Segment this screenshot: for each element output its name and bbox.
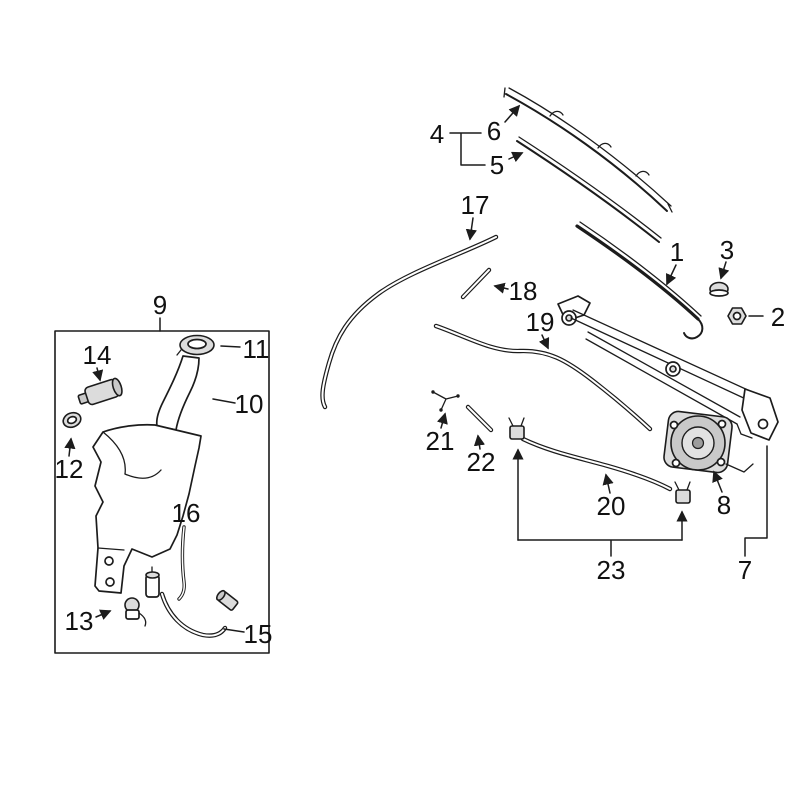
leader-20: [602, 473, 614, 494]
filler-neck: [155, 355, 200, 431]
hose-19: [433, 323, 653, 432]
callout-12: 12: [55, 454, 84, 484]
callout-leaders: [64, 104, 768, 633]
reservoir-fitting: [215, 589, 239, 611]
leader-14: [92, 367, 104, 382]
hose-segment-18: [460, 267, 492, 300]
callout-8: 8: [717, 490, 731, 520]
reservoir-cap: [176, 334, 215, 356]
callout-7: 7: [738, 555, 752, 585]
callout-3: 3: [720, 235, 734, 265]
wiper-blade-insert: [516, 136, 662, 243]
artwork: [54, 87, 779, 654]
leader-5: [508, 151, 524, 163]
pump-grommet: [62, 411, 82, 429]
callout-11: 11: [243, 334, 270, 364]
callout-4: 4: [430, 119, 444, 149]
pivot-nut: [727, 307, 747, 325]
callout-9: 9: [153, 290, 167, 320]
callout-15: 15: [244, 619, 273, 649]
dip-tube: [177, 525, 186, 601]
callout-17: 17: [461, 190, 490, 220]
washer-nozzle-a: [508, 417, 525, 440]
callout-23: 23: [597, 555, 626, 585]
leader-19: [538, 334, 550, 350]
callout-21: 21: [426, 426, 455, 456]
callout-19: 19: [526, 307, 555, 337]
reservoir-hose: [159, 591, 228, 638]
callout-10: 10: [235, 389, 264, 419]
leader-8: [712, 470, 723, 493]
hose-segment-22: [465, 404, 494, 433]
leader-18: [493, 282, 509, 294]
leader-10: [212, 398, 236, 404]
leader-12: [64, 437, 76, 457]
leader-21: [436, 412, 448, 429]
callout-13: 13: [65, 606, 94, 636]
leader-4-bracket: [449, 132, 486, 166]
washer-reservoir: [92, 423, 202, 594]
leader-3: [718, 261, 730, 280]
callout-16: 16: [172, 498, 201, 528]
hose-connector-21: [431, 390, 460, 412]
callout-1: 1: [670, 237, 684, 267]
callout-20: 20: [597, 491, 626, 521]
wiper-linkage: [557, 295, 779, 441]
washer-hose: [320, 234, 499, 410]
wiper-arm: [575, 221, 704, 340]
leader-23-bracket: [517, 539, 683, 557]
callout-14: 14: [83, 340, 112, 370]
arm-cap: [709, 281, 729, 297]
callout-5: 5: [490, 150, 504, 180]
callout-22: 22: [467, 447, 496, 477]
leader-13: [95, 609, 112, 620]
callout-2: 2: [771, 302, 785, 332]
leader-7-bracket: [744, 445, 768, 557]
leader-1: [666, 264, 677, 286]
sensor-component: [145, 566, 160, 598]
leader-11: [220, 345, 241, 348]
level-sensor: [124, 597, 147, 627]
wiper-motor: [663, 410, 754, 474]
leader-17: [465, 217, 477, 241]
leader-22: [473, 434, 486, 450]
washer-pump: [77, 377, 123, 406]
callout-6: 6: [487, 116, 501, 146]
leader-6: [504, 104, 521, 123]
wiper-blade: [503, 87, 673, 213]
callout-18: 18: [509, 276, 538, 306]
leader-15: [223, 628, 245, 633]
hose-20: [520, 436, 673, 492]
callout-labels: 4 6 5 17 18 1 3 2 19 9 14 11 10 12 16 13…: [55, 116, 786, 649]
reservoir-assembly-box: [54, 330, 270, 654]
washer-nozzle-b: [674, 481, 691, 504]
